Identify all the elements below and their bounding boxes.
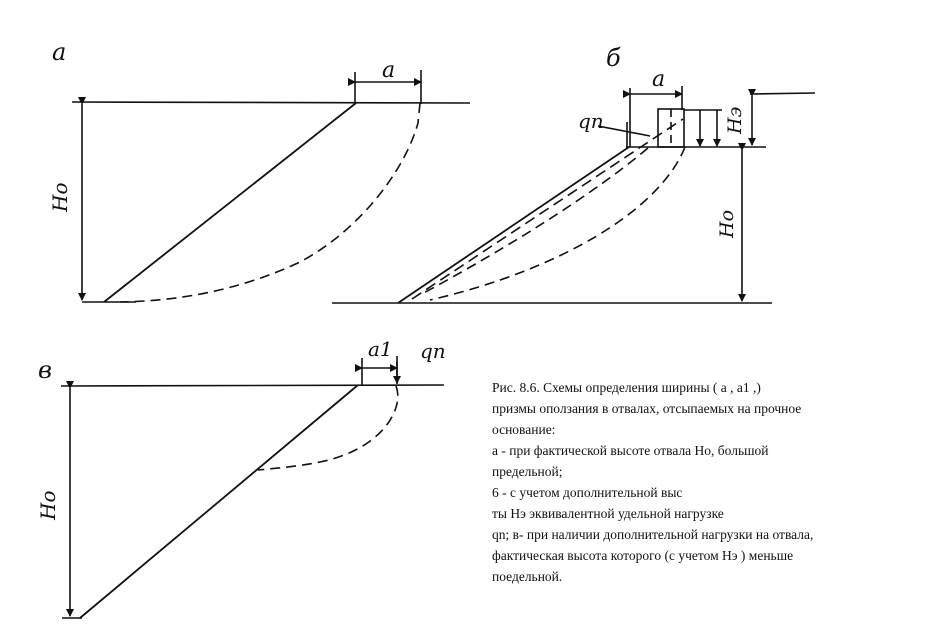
panel-v: в [38,356,445,619]
panel-b-he-label: Hэ [724,107,746,135]
panel-v-top-surface [60,384,445,387]
caption-line: предельной; [492,464,563,479]
panel-b: б [332,44,816,304]
panel-b-letter: б [606,44,621,72]
caption-line: основание: [492,422,556,437]
caption-line: фактическая высота которого (с учетом Нэ… [492,548,794,563]
panel-v-slip-curve [257,385,399,471]
panel-v-height-label: Hо [36,491,60,521]
panel-a-width-label: a [382,58,395,83]
panel-a-slope [103,102,357,303]
panel-b-qp-label: qп [578,109,604,133]
panel-b-slip-curve [429,146,686,301]
figure-caption: Рис. 8.6. Схемы определения ширины ( а ,… [492,377,912,587]
panel-b-height-label: Hо [716,210,738,239]
panel-v-qp-label: qп [420,339,446,363]
panel-v-slope [79,384,359,619]
panel-a-top-surface [71,101,471,104]
panel-b-slip-curve-inner [419,147,649,296]
caption-line: qn; в- при наличии дополнительной нагруз… [492,527,814,542]
panel-a-height-label: Hо [48,183,72,213]
panel-a: a [52,38,471,303]
caption-line: 6 - с учетом дополнительной выс [492,485,683,500]
panel-b-qp-leader [597,125,651,137]
panel-a-letter: a [52,38,66,66]
caption-line: а - при фактической высоте отвала Но, бо… [492,443,769,458]
caption-line: Рис. 8.6. Схемы определения ширины ( а ,… [492,380,761,395]
caption-line: ты Нэ эквивалентной удельной нагрузке [492,506,724,521]
panel-v-width-label: a1 [368,337,393,361]
panel-a-slip-curve [119,102,421,303]
caption-line: поедельной. [492,569,563,584]
panel-v-letter: в [38,356,52,384]
panel-b-slope-dashed [411,118,684,300]
panel-b-equiv-surface [749,92,816,95]
panel-b-width-label: a [652,67,665,92]
panel-b-slope [397,146,630,304]
caption-line: призмы оползания в отвалах, отсыпаемых н… [492,401,802,416]
